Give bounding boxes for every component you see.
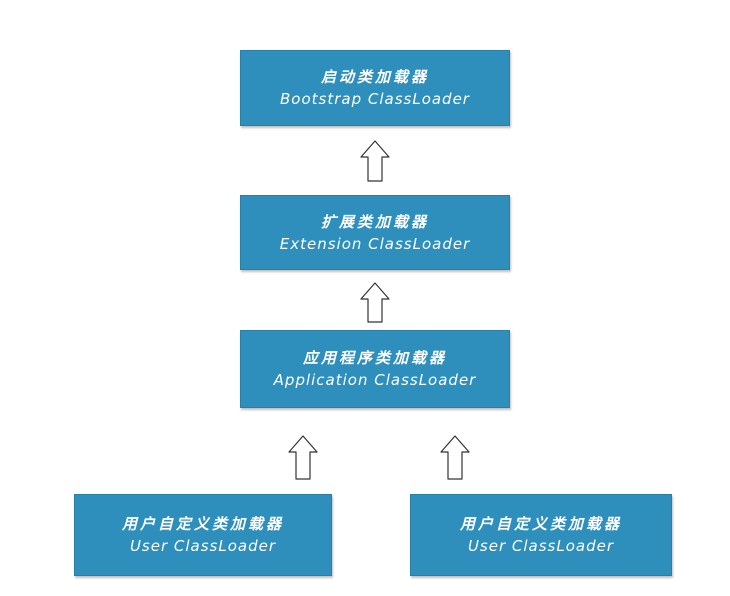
arrow-application-to-extension — [360, 282, 390, 323]
arrow-user-right-to-application — [440, 435, 470, 480]
bootstrap-classloader-node: 启动类加载器 Bootstrap ClassLoader — [240, 50, 510, 126]
application-classloader-node: 应用程序类加载器 Application ClassLoader — [240, 330, 510, 408]
user-left-cn-label: 用户自定义类加载器 — [121, 515, 284, 533]
user-classloader-node-right: 用户自定义类加载器 User ClassLoader — [410, 494, 672, 576]
extension-classloader-node: 扩展类加载器 Extension ClassLoader — [240, 195, 510, 270]
application-cn-label: 应用程序类加载器 — [302, 349, 447, 367]
extension-en-label: Extension ClassLoader — [279, 234, 471, 253]
application-en-label: Application ClassLoader — [273, 371, 477, 389]
extension-cn-label: 扩展类加载器 — [320, 212, 429, 231]
user-left-en-label: User ClassLoader — [129, 537, 277, 555]
user-right-en-label: User ClassLoader — [467, 537, 615, 555]
arrow-user-left-to-application — [288, 435, 318, 480]
arrow-extension-to-bootstrap — [360, 140, 390, 182]
bootstrap-en-label: Bootstrap ClassLoader — [280, 90, 470, 108]
bootstrap-cn-label: 启动类加载器 — [320, 68, 429, 86]
user-classloader-node-left: 用户自定义类加载器 User ClassLoader — [74, 494, 332, 576]
user-right-cn-label: 用户自定义类加载器 — [459, 515, 622, 533]
